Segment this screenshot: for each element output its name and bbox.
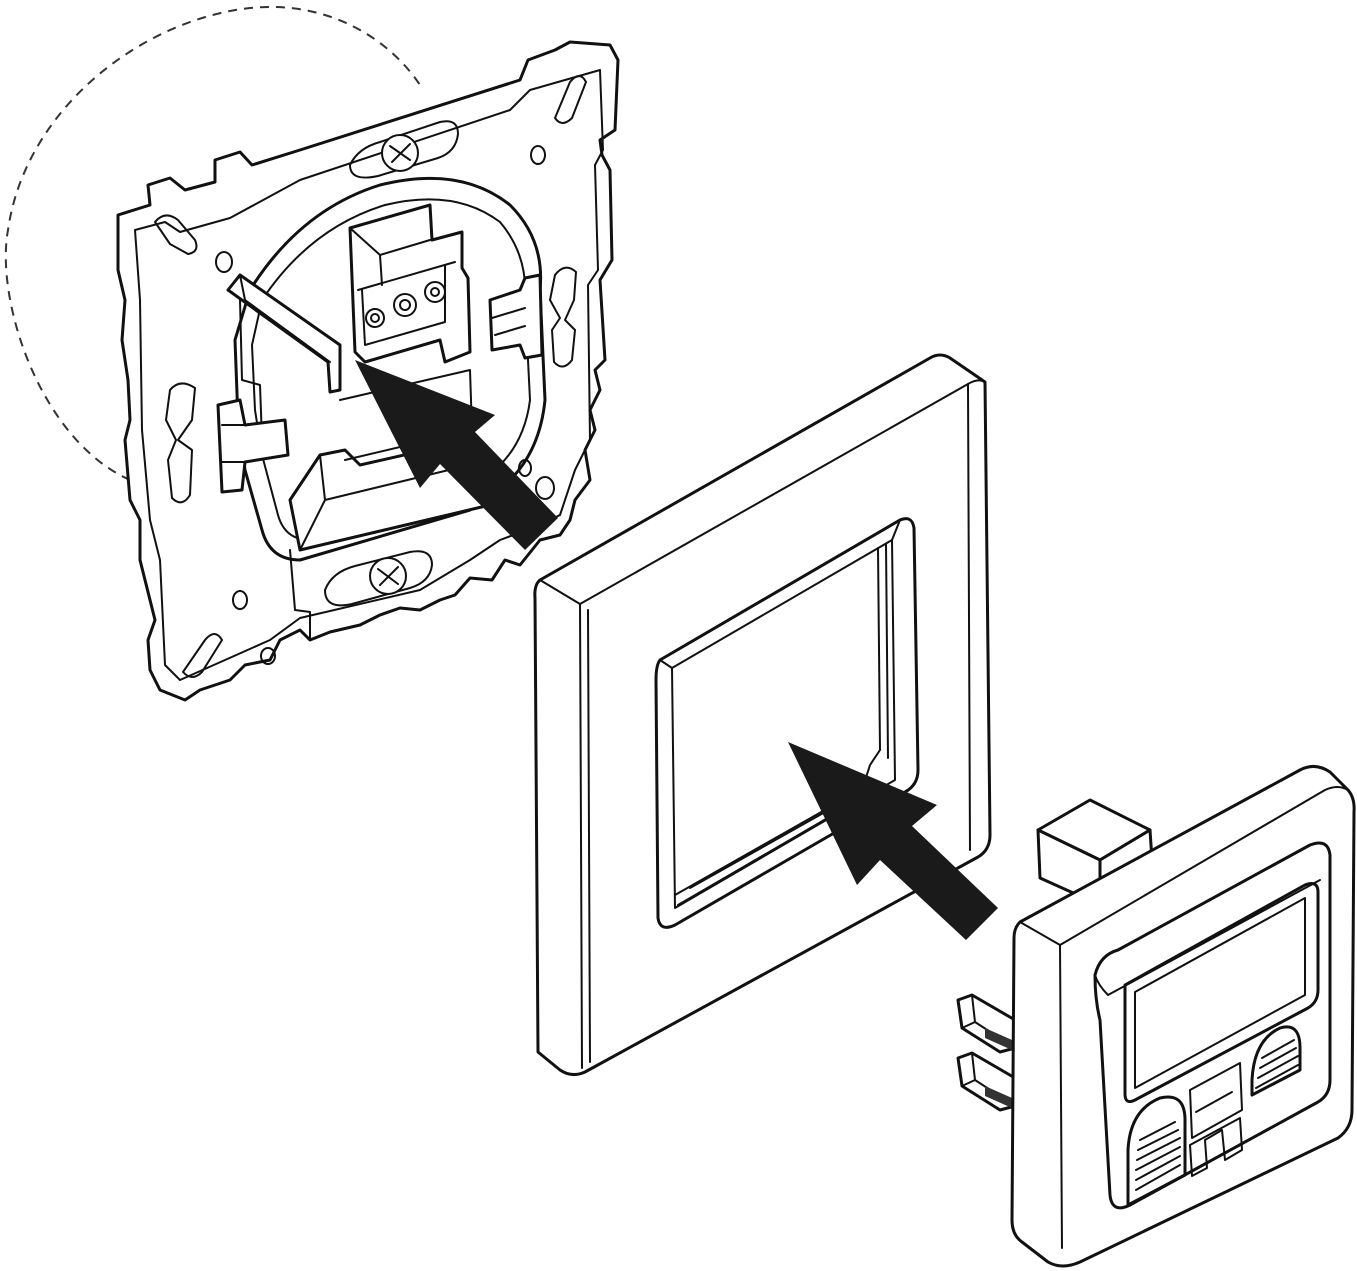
display-window <box>1123 882 1320 1103</box>
cover-frame <box>533 353 992 1077</box>
arrow-cover-to-frame <box>788 742 998 940</box>
display-cover <box>956 765 1356 1268</box>
arrow-frame-to-insert <box>355 360 558 550</box>
mounting-insert <box>4 6 620 702</box>
wall-box-outline <box>4 6 421 481</box>
